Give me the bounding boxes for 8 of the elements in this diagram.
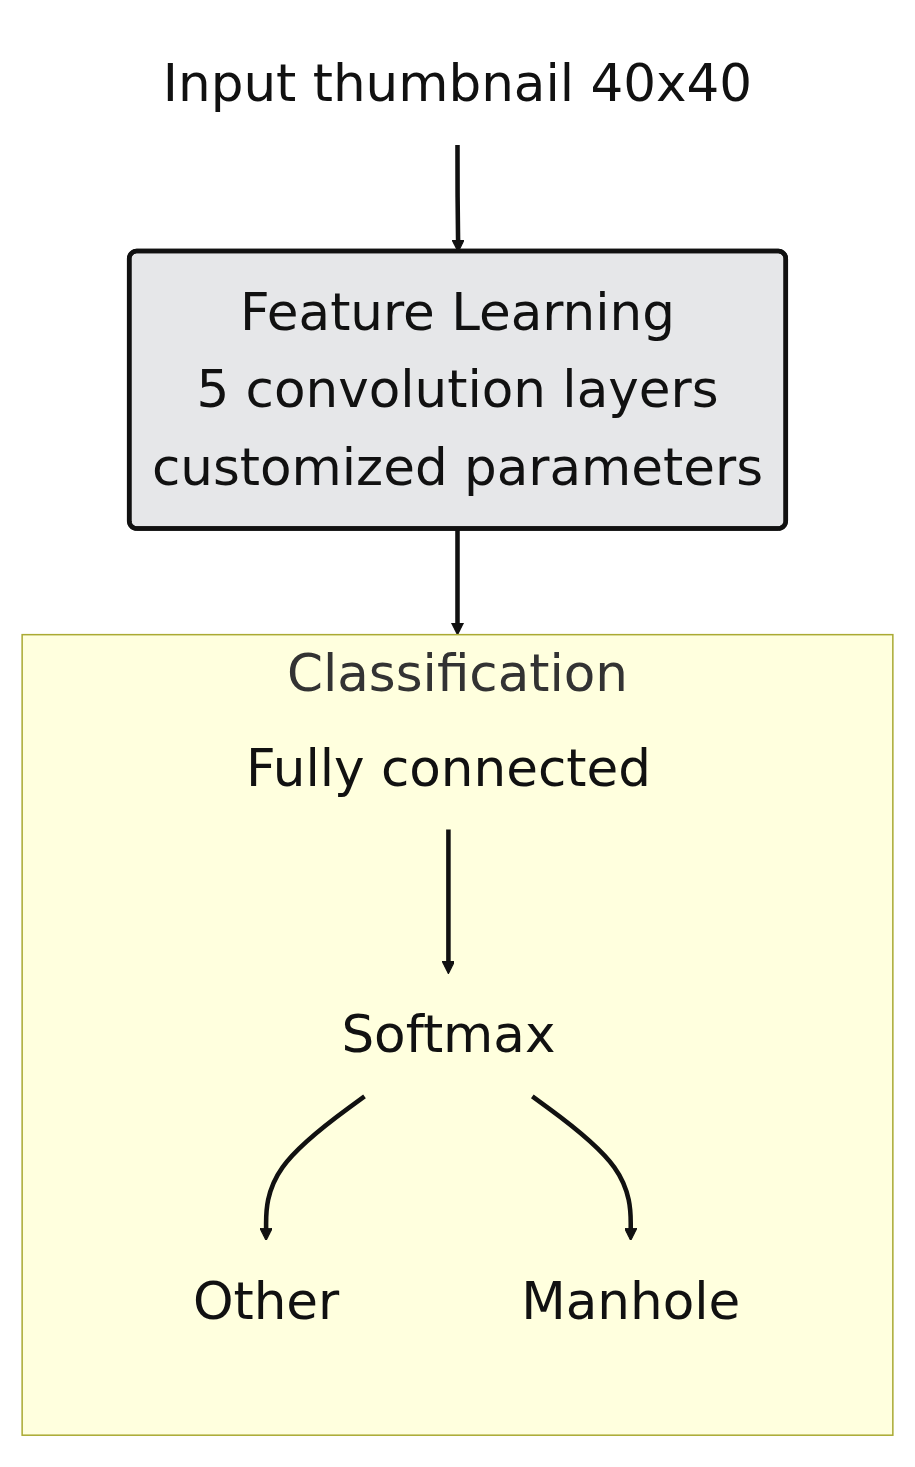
arrow xyxy=(259,1094,366,1241)
node-text: Manhole xyxy=(521,1270,741,1332)
node-text: Softmax xyxy=(341,1003,556,1065)
arrow xyxy=(441,829,456,975)
node-text: Input thumbnail 40x40 xyxy=(162,52,753,114)
arrow xyxy=(530,1094,638,1241)
node-text: Other xyxy=(192,1270,340,1332)
node-text: Fully connected xyxy=(245,737,651,798)
